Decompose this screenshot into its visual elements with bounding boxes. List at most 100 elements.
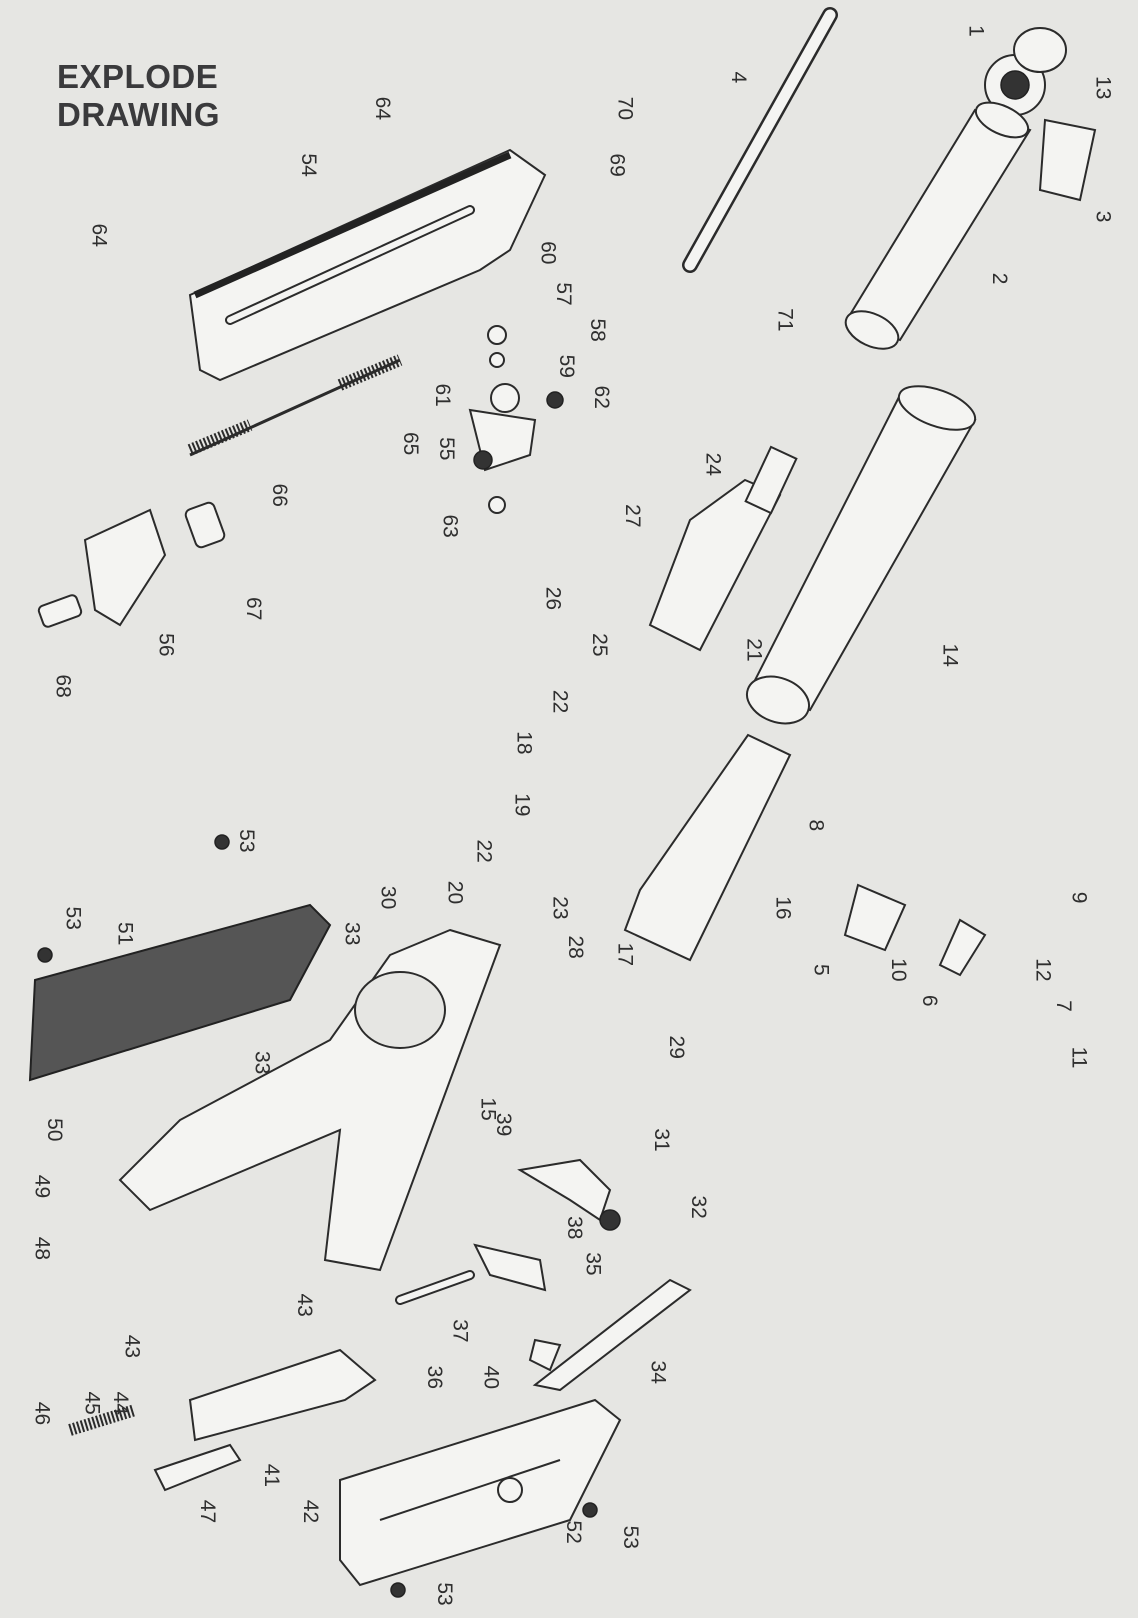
- part-label-24: 24: [701, 453, 724, 477]
- part-label-32: 32: [687, 1195, 710, 1218]
- part-label-42: 42: [299, 1500, 322, 1523]
- part-magazine-catch: [68, 1348, 377, 1492]
- part-label-16: 16: [772, 896, 795, 919]
- part-label-17: 17: [614, 943, 637, 966]
- part-label-10: 10: [887, 958, 910, 981]
- part-label-70: 70: [614, 97, 637, 120]
- part-label-55: 55: [435, 437, 458, 460]
- part-label-19: 19: [510, 793, 533, 816]
- part-label-22: 22: [472, 839, 495, 862]
- part-label-68: 68: [51, 674, 74, 697]
- drawing-title: EXPLODE DRAWING: [57, 58, 220, 134]
- part-label-66: 66: [268, 484, 291, 507]
- part-left-grip: [28, 903, 332, 1082]
- part-label-3: 3: [1091, 211, 1114, 223]
- part-label-53: 53: [433, 1582, 456, 1605]
- part-label-53: 53: [62, 907, 85, 930]
- part-piston: [623, 733, 792, 962]
- part-screws: [37, 834, 598, 1598]
- part-sear: [532, 1278, 692, 1392]
- part-label-59: 59: [555, 355, 578, 378]
- part-trigger: [517, 1158, 621, 1231]
- part-label-13: 13: [1091, 76, 1114, 99]
- part-label-47: 47: [196, 1500, 219, 1523]
- part-label-50: 50: [43, 1118, 66, 1141]
- part-label-37: 37: [449, 1319, 472, 1342]
- part-label-38: 38: [563, 1216, 586, 1239]
- part-label-35: 35: [582, 1252, 605, 1275]
- title-line-2: DRAWING: [57, 96, 220, 133]
- part-label-39: 39: [492, 1113, 515, 1136]
- part-label-56: 56: [155, 633, 178, 656]
- part-label-53: 53: [235, 829, 258, 852]
- part-hammer: [473, 1243, 562, 1372]
- part-label-60: 60: [536, 241, 559, 264]
- part-label-14: 14: [939, 643, 962, 667]
- part-valve-assembly: [468, 325, 564, 514]
- part-muzzle-cap: [984, 27, 1067, 116]
- part-receiver: [746, 385, 977, 725]
- part-recoil-spring: [187, 354, 403, 457]
- part-front-sight: [1038, 118, 1097, 202]
- part-label-43: 43: [120, 1335, 143, 1358]
- part-label-12: 12: [1032, 958, 1055, 981]
- part-label-63: 63: [438, 515, 461, 538]
- part-label-46: 46: [31, 1402, 54, 1425]
- part-label-6: 6: [918, 995, 941, 1007]
- part-label-54: 54: [297, 153, 320, 177]
- part-label-18: 18: [513, 731, 536, 754]
- part-label-5: 5: [810, 964, 833, 976]
- part-label-62: 62: [590, 386, 613, 409]
- part-label-58: 58: [586, 318, 609, 341]
- part-label-36: 36: [423, 1366, 446, 1389]
- part-label-57: 57: [552, 282, 575, 305]
- part-label-8: 8: [805, 820, 828, 832]
- part-rear-sight: [37, 501, 226, 628]
- part-right-grip: [339, 1398, 622, 1587]
- part-cylinder: [844, 101, 1032, 350]
- part-slide: [188, 148, 547, 382]
- part-label-26: 26: [541, 587, 564, 610]
- part-bolt: [648, 445, 798, 652]
- part-label-7: 7: [1052, 1000, 1075, 1012]
- part-label-41: 41: [260, 1464, 283, 1487]
- part-label-44: 44: [109, 1391, 132, 1415]
- part-label-71: 71: [774, 308, 797, 331]
- title-line-1: EXPLODE: [57, 58, 219, 95]
- part-label-52: 52: [562, 1520, 585, 1543]
- part-label-31: 31: [650, 1128, 673, 1151]
- part-frame: [118, 928, 502, 1272]
- part-pin: [395, 1270, 475, 1305]
- part-label-2: 2: [988, 273, 1011, 285]
- part-label-23: 23: [549, 896, 572, 919]
- part-label-27: 27: [621, 504, 644, 527]
- part-rear-sight-block: [843, 883, 987, 977]
- part-label-45: 45: [80, 1391, 103, 1414]
- part-label-53: 53: [619, 1526, 642, 1549]
- part-label-43: 43: [293, 1293, 316, 1316]
- part-label-69: 69: [605, 153, 628, 176]
- part-label-21: 21: [743, 638, 766, 661]
- part-label-4: 4: [727, 72, 750, 84]
- part-label-40: 40: [480, 1366, 503, 1389]
- part-label-1: 1: [964, 25, 987, 37]
- part-label-51: 51: [113, 922, 136, 945]
- part-label-65: 65: [399, 432, 422, 455]
- part-label-11: 11: [1068, 1047, 1091, 1069]
- part-label-64: 64: [371, 97, 394, 121]
- part-label-9: 9: [1068, 892, 1091, 904]
- part-label-49: 49: [31, 1175, 54, 1198]
- parts: [28, 7, 1097, 1598]
- part-label-61: 61: [431, 383, 454, 406]
- part-label-33: 33: [340, 922, 363, 945]
- part-label-64: 64: [87, 224, 110, 248]
- part-label-48: 48: [31, 1237, 54, 1260]
- part-label-30: 30: [376, 886, 399, 909]
- part-label-22: 22: [549, 690, 572, 713]
- part-label-15: 15: [476, 1097, 499, 1120]
- part-barrel: [682, 7, 838, 273]
- part-label-25: 25: [588, 633, 611, 656]
- part-label-34: 34: [647, 1361, 670, 1385]
